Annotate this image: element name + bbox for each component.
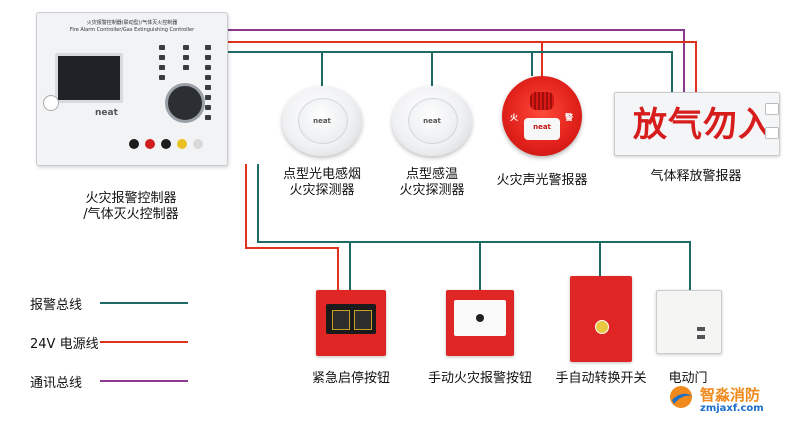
strobe-char-left: 火 [510, 113, 518, 122]
keypad-key [183, 45, 189, 50]
control-button-red [145, 139, 155, 149]
watermark-logo-icon [670, 386, 692, 408]
door-label: 电动门 [668, 371, 708, 386]
control-button-yellow [177, 139, 187, 149]
watermark-url: zmjaxf.com [700, 403, 764, 414]
smoke-detector-label-line2: 火灾探测器 [289, 183, 355, 198]
speaker-grille-icon [530, 92, 554, 110]
keypad-key [205, 65, 211, 70]
controller-title-en: Fire Alarm Controller/Gas Extinguishing … [69, 27, 195, 33]
smoke-detector-label-line1: 点型光电感烟 [282, 167, 361, 182]
legend-comm-label: 通讯总线 [30, 376, 83, 391]
heat-detector: neat [392, 86, 472, 156]
legend-power-line [100, 341, 188, 343]
gas-sign-label: 气体释放警报器 [650, 169, 742, 184]
smoke-detector: neat [282, 86, 362, 156]
key-lock-icon [43, 95, 59, 111]
heat-detector-label-line1: 点型感温 [405, 167, 458, 182]
heat-detector-brand: neat [423, 117, 441, 125]
sign-lamp-icon [765, 127, 779, 139]
watermark-name: 智淼消防 [700, 386, 761, 404]
keypad-key [205, 105, 211, 110]
emergency-start-stop-button [316, 290, 386, 356]
strobe-brand: neat [533, 123, 551, 131]
keypad-key [205, 85, 211, 90]
electric-door-module [656, 290, 722, 354]
strobe-lens: neat [524, 118, 560, 140]
call-point-glass [454, 300, 506, 336]
legend-power-label: 24V 电源线 [30, 337, 99, 352]
fire-alarm-controller: 火灾报警控制器(联动型)/气体灭火控制器 Fire Alarm Controll… [36, 12, 228, 166]
controller-keypad [157, 45, 221, 129]
keypad-key [159, 75, 165, 80]
keypad-key [205, 95, 211, 100]
controller-lcd-screen [55, 53, 123, 103]
comm-bus-line [226, 29, 685, 92]
controller-label-line2: /气体灭火控制器 [83, 207, 179, 222]
manual-call-point [446, 290, 514, 356]
gas-sign-text: 放气勿入 [633, 105, 773, 145]
smoke-detector-brand: neat [313, 117, 331, 125]
legend-alarm-label: 报警总线 [30, 298, 83, 313]
controller-title-cn: 火灾报警控制器(联动型)/气体灭火控制器 [86, 20, 178, 26]
control-button-grey [193, 139, 203, 149]
alarm-bus-top [226, 51, 673, 92]
estop-label: 紧急启停按钮 [311, 371, 390, 386]
controller-label-line1: 火灾报警控制器 [85, 191, 177, 206]
mode-switch-label: 手自动转换开关 [555, 371, 647, 386]
controller-dial-knob [165, 83, 205, 123]
power-line-lower [245, 164, 339, 290]
keypad-key [205, 55, 211, 60]
call-point-label: 手动火灾报警按钮 [427, 371, 532, 386]
manual-auto-switch [570, 276, 632, 362]
keypad-key [159, 45, 165, 50]
alarm-bus-lower [257, 164, 691, 290]
keypad-key [159, 55, 165, 60]
keypad-key [205, 45, 211, 50]
controller-brand-logo: neat [95, 108, 118, 118]
legend-alarm-line [100, 302, 188, 304]
strobe-char-right: 警 [565, 113, 573, 122]
heat-detector-label-line2: 火灾探测器 [399, 183, 465, 198]
keypad-key [205, 75, 211, 80]
control-button-black [161, 139, 171, 149]
power-line-top [226, 41, 697, 92]
control-button-black [129, 139, 139, 149]
gas-release-sign: 放气勿入 [614, 92, 780, 156]
keypad-key [183, 65, 189, 70]
estop-window [326, 304, 376, 334]
keypad-key [183, 55, 189, 60]
legend-comm-line [100, 380, 188, 382]
sound-light-alarm: 火 警 neat [502, 76, 582, 156]
keypad-key [205, 115, 211, 120]
keypad-key [159, 65, 165, 70]
key-switch-icon [595, 320, 609, 334]
sign-lamp-icon [765, 103, 779, 115]
strobe-label: 火灾声光警报器 [496, 173, 588, 188]
